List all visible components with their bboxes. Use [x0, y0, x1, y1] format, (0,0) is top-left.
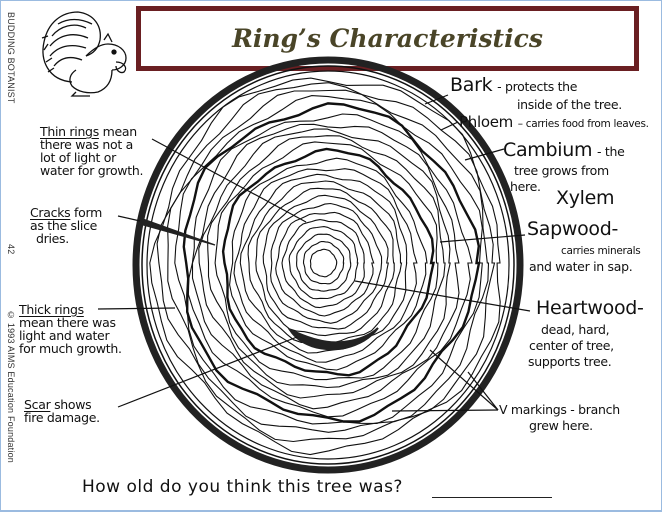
thin-rings-term: Thin rings — [40, 124, 99, 139]
cambium-term: Cambium — [503, 139, 593, 161]
growth-ring — [207, 135, 446, 389]
heartwood-desc-1: dead, hard, — [541, 322, 610, 337]
thick-rings-line-2: light and water — [19, 328, 110, 344]
phloem-desc: – carries food from leaves. — [517, 118, 649, 130]
thin-rings-line-3: water for growth. — [40, 163, 144, 179]
scar-label: Scar shows fire damage. — [24, 398, 100, 424]
bark-outline — [132, 56, 524, 474]
cambium-label: Cambium - the — [503, 139, 625, 161]
growth-ring — [221, 147, 435, 377]
cracks-term: Cracks — [30, 205, 71, 220]
tree-cross-section — [132, 56, 524, 474]
growth-ring — [191, 123, 460, 410]
phloem-term: Phloem — [459, 113, 513, 131]
v-markings-term: V markings — [499, 402, 567, 417]
growth-ring — [214, 141, 439, 381]
growth-ring — [281, 219, 365, 309]
thin-rings-line-1: there was not a — [40, 137, 134, 153]
cracks-line-2: dries. — [36, 231, 69, 247]
copyright-label: © 1993 AIMS Education Foundation — [6, 310, 16, 463]
v-markings-desc-2: grew here. — [529, 418, 593, 433]
squirrel-icon — [41, 11, 127, 97]
growth-ring — [270, 202, 383, 324]
thick-rings-line-1: mean there was — [19, 315, 116, 331]
cambium-desc-1: - the — [597, 144, 625, 159]
bark-term: Bark — [450, 74, 493, 96]
bark-inner-line — [141, 65, 515, 465]
growth-ring — [233, 168, 418, 363]
sapwood-desc-1: carries minerals — [561, 245, 641, 257]
growth-ring — [174, 95, 483, 425]
growth-ring — [229, 157, 428, 371]
cracks-rest: form — [70, 205, 102, 220]
thin-rings-line-2: lot of light or — [40, 150, 116, 166]
sapwood-label: Sapwood- — [527, 218, 619, 240]
thin-rings-rest: mean — [98, 124, 138, 139]
growth-ring — [182, 102, 481, 423]
heartwood-dash: - — [637, 297, 644, 319]
growth-ring — [302, 240, 345, 285]
cracks-line-1: as the slice — [30, 218, 98, 234]
cambium-desc-3: here. — [510, 179, 541, 194]
growth-ring — [167, 89, 490, 433]
thick-rings-line-3: for much growth. — [19, 341, 122, 357]
heartwood-desc-2: center of tree, — [529, 338, 614, 353]
scar-rest: shows — [50, 397, 92, 412]
v-markings-label: V markings - branch — [499, 403, 620, 416]
title-inner-frame: Ring’s Characteristics — [140, 10, 635, 67]
sapwood-desc-2: and water in sap. — [529, 259, 633, 274]
thick-rings-label: Thick rings mean there was light and wat… — [19, 303, 122, 356]
growth-ring — [198, 128, 451, 399]
scar-line-1: fire damage. — [24, 410, 100, 426]
growth-rings — [149, 77, 501, 456]
thin-rings-label: Thin rings mean there was not a lot of l… — [40, 125, 143, 178]
age-question: How old do you think this tree was? — [82, 477, 403, 497]
pointer-lines — [97, 94, 531, 412]
cracks-label: Cracks form as the slice dries. — [30, 206, 102, 245]
bark-label: Bark - protects the — [450, 74, 578, 96]
phloem-label: Phloem – carries food from leaves. — [459, 114, 649, 131]
growth-ring — [255, 187, 395, 337]
growth-ring — [275, 211, 375, 317]
fire-scar — [287, 327, 379, 351]
title-banner: Ring’s Characteristics — [136, 6, 639, 71]
growth-ring — [309, 248, 338, 278]
scar-term: Scar — [24, 397, 51, 412]
series-label: BUDDING BOTANIST — [6, 12, 16, 104]
growth-ring — [288, 226, 359, 300]
growth-ring — [187, 113, 473, 418]
v-markings-desc-1: - branch — [570, 402, 620, 417]
sapwood-dash: - — [611, 218, 619, 240]
heartwood-label: Heartwood- — [536, 297, 644, 319]
crack-mark — [139, 217, 216, 246]
cambium-desc-2: tree grows from — [514, 163, 609, 178]
bark-desc-1: - protects the — [497, 79, 578, 94]
page-number: 42 — [6, 244, 16, 255]
growth-ring — [296, 233, 352, 292]
answer-line[interactable] — [432, 497, 552, 498]
thick-rings-term: Thick rings — [19, 302, 84, 317]
xylem-label: Xylem — [556, 187, 615, 209]
growth-ring — [156, 82, 496, 443]
sapwood-term: Sapwood — [527, 218, 612, 240]
page-title: Ring’s Characteristics — [232, 24, 543, 53]
heartwood-term: Heartwood — [536, 297, 638, 319]
heartwood-desc-3: supports tree. — [528, 354, 612, 369]
bark-desc-2: inside of the tree. — [517, 97, 622, 112]
growth-ring — [247, 180, 403, 344]
growth-ring — [262, 194, 389, 330]
growth-ring — [149, 77, 501, 456]
